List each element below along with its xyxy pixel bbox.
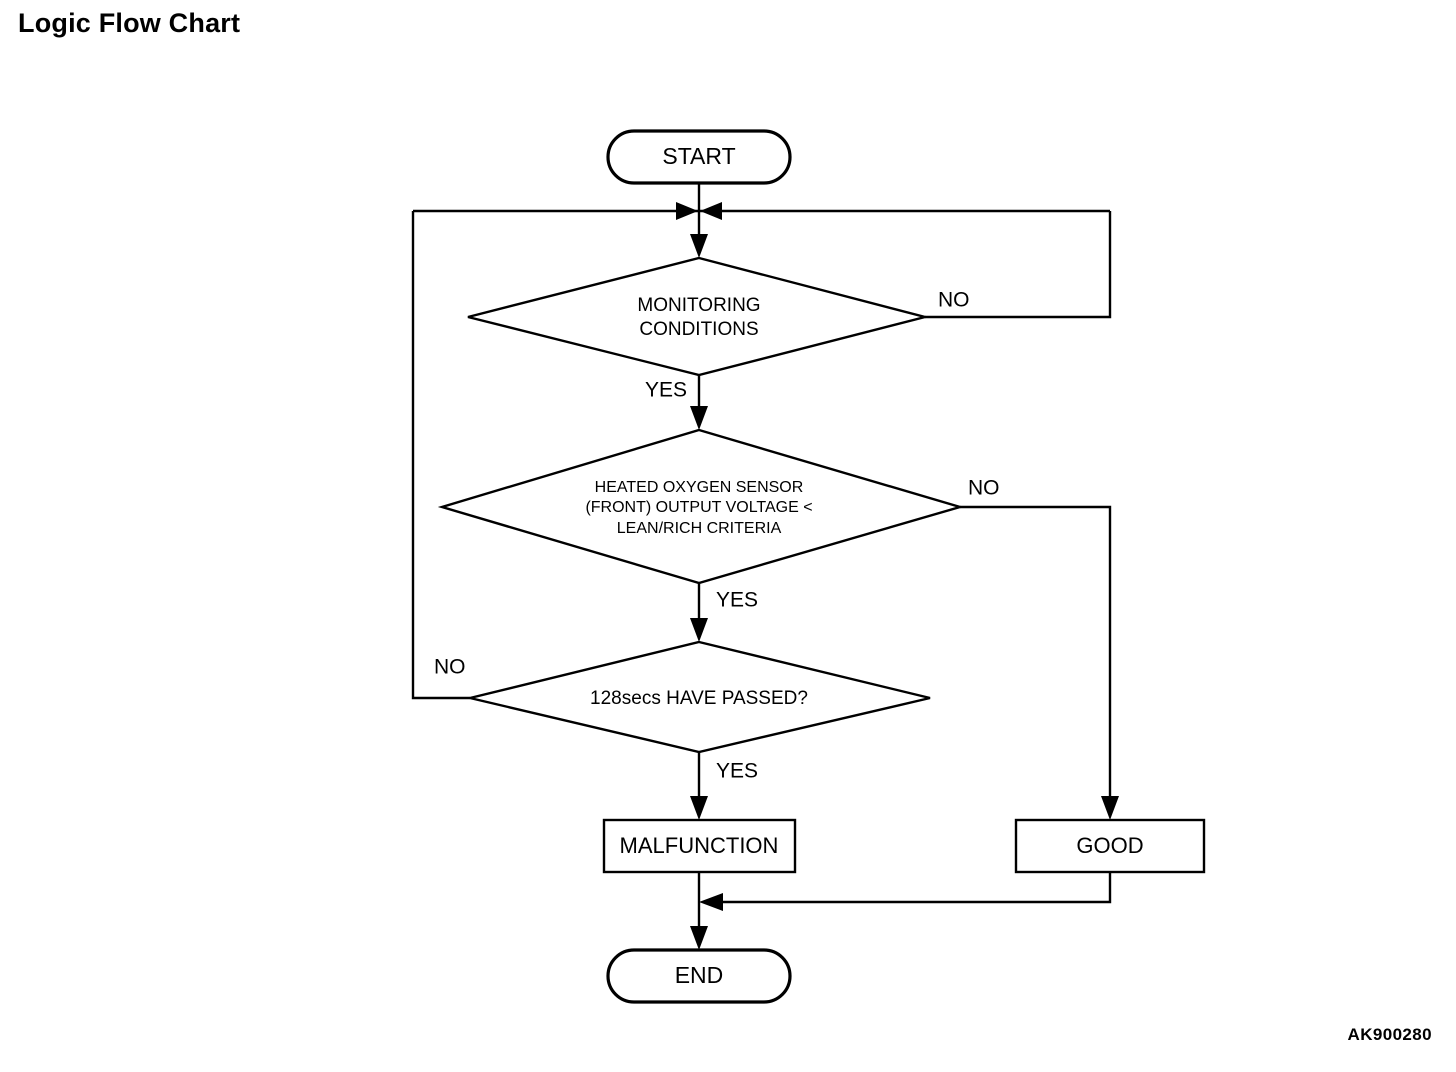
- monitoring-label-line2: CONDITIONS: [639, 319, 758, 340]
- arrow-head-return-from-right: [700, 202, 722, 220]
- page-title: Logic Flow Chart: [18, 8, 241, 38]
- decision-monitoring-conditions-shape: [467, 256, 930, 377]
- connector-time-no: [411, 211, 470, 700]
- edge-label-time-yes: YES: [716, 760, 758, 783]
- connector-monitoring-no: [925, 211, 1112, 319]
- edge-label-voltage-no: NO: [968, 477, 1000, 500]
- malfunction-label: MALFUNCTION: [620, 833, 779, 858]
- arrow-head-into-malfunction: [690, 796, 708, 820]
- end-label: END: [675, 962, 724, 988]
- arrow-head-into-voltage: [690, 406, 708, 430]
- arrow-head-into-time: [690, 618, 708, 642]
- arrow-head-into-monitoring: [690, 234, 708, 258]
- terminator-start-shape: [606, 129, 792, 185]
- process-malfunction-shape: [602, 818, 797, 874]
- edge-label-monitoring-no: NO: [938, 289, 970, 312]
- voltage-label-line1: HEATED OXYGEN SENSOR: [595, 479, 804, 496]
- time-label: 128secs HAVE PASSED?: [590, 688, 808, 709]
- arrow-head-good-merge: [699, 893, 723, 911]
- edge-label-monitoring-yes: YES: [645, 379, 687, 402]
- terminator-end-shape: [606, 948, 792, 1004]
- voltage-label-line2: (FRONT) OUTPUT VOLTAGE <: [585, 499, 812, 516]
- connector-good-to-end: [716, 872, 1112, 904]
- good-label: GOOD: [1076, 833, 1143, 858]
- arrow-head-into-good: [1101, 796, 1119, 820]
- arrow-head-into-end: [690, 926, 708, 950]
- arrow-head-return-from-left: [676, 202, 698, 220]
- figure-code: AK900280: [1347, 1025, 1432, 1044]
- connector-voltage-no: [960, 505, 1112, 810]
- start-label: START: [662, 143, 735, 169]
- voltage-label-line3: LEAN/RICH CRITERIA: [617, 520, 782, 537]
- edge-label-time-no: NO: [434, 656, 466, 679]
- edge-label-voltage-yes: YES: [716, 589, 758, 612]
- monitoring-label-line1: MONITORING: [637, 295, 760, 316]
